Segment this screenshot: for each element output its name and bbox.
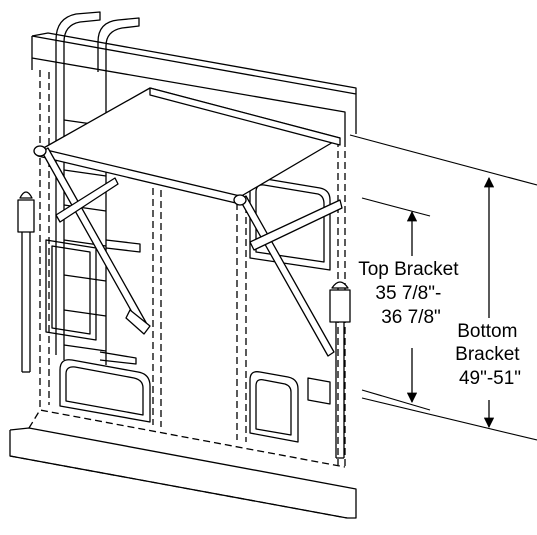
svg-text:Top Bracket 35 7/8"-: Top Bracket 35 7/8"- 36 7/8" xyxy=(358,259,464,328)
top-bracket-label-line-2: 35 7/8"- xyxy=(375,283,441,304)
right-awning-arm xyxy=(239,195,343,357)
svg-text:Bottom Bracket 49": Bottom Bracket 49"-51" xyxy=(455,321,525,389)
top-bracket-label-line-3: 36 7/8" xyxy=(381,307,441,328)
floor-skirt xyxy=(9,409,357,519)
rv-sidewall xyxy=(39,70,346,468)
dimension-extension-lines xyxy=(349,134,537,441)
door-left xyxy=(59,359,151,423)
window-left xyxy=(45,239,97,341)
bottom-bracket-label-line-1: Bottom xyxy=(457,321,517,342)
left-end-cap xyxy=(33,145,47,157)
left-lamp xyxy=(17,191,35,373)
small-vent xyxy=(307,377,331,405)
left-awning-arm xyxy=(41,147,151,335)
roof-rail xyxy=(31,32,357,140)
top-bracket-label-line-1: Top Bracket xyxy=(358,259,459,280)
right-end-cap xyxy=(233,194,247,206)
window-right-bottom xyxy=(249,371,299,443)
awning-canopy xyxy=(39,87,341,199)
bottom-bracket-label: Bottom Bracket 49"-51" xyxy=(447,318,535,398)
right-lamp xyxy=(329,281,351,459)
bottom-bracket-label-line-3: 49"-51" xyxy=(459,368,521,389)
bottom-bracket-label-line-2: Bracket xyxy=(455,344,520,365)
